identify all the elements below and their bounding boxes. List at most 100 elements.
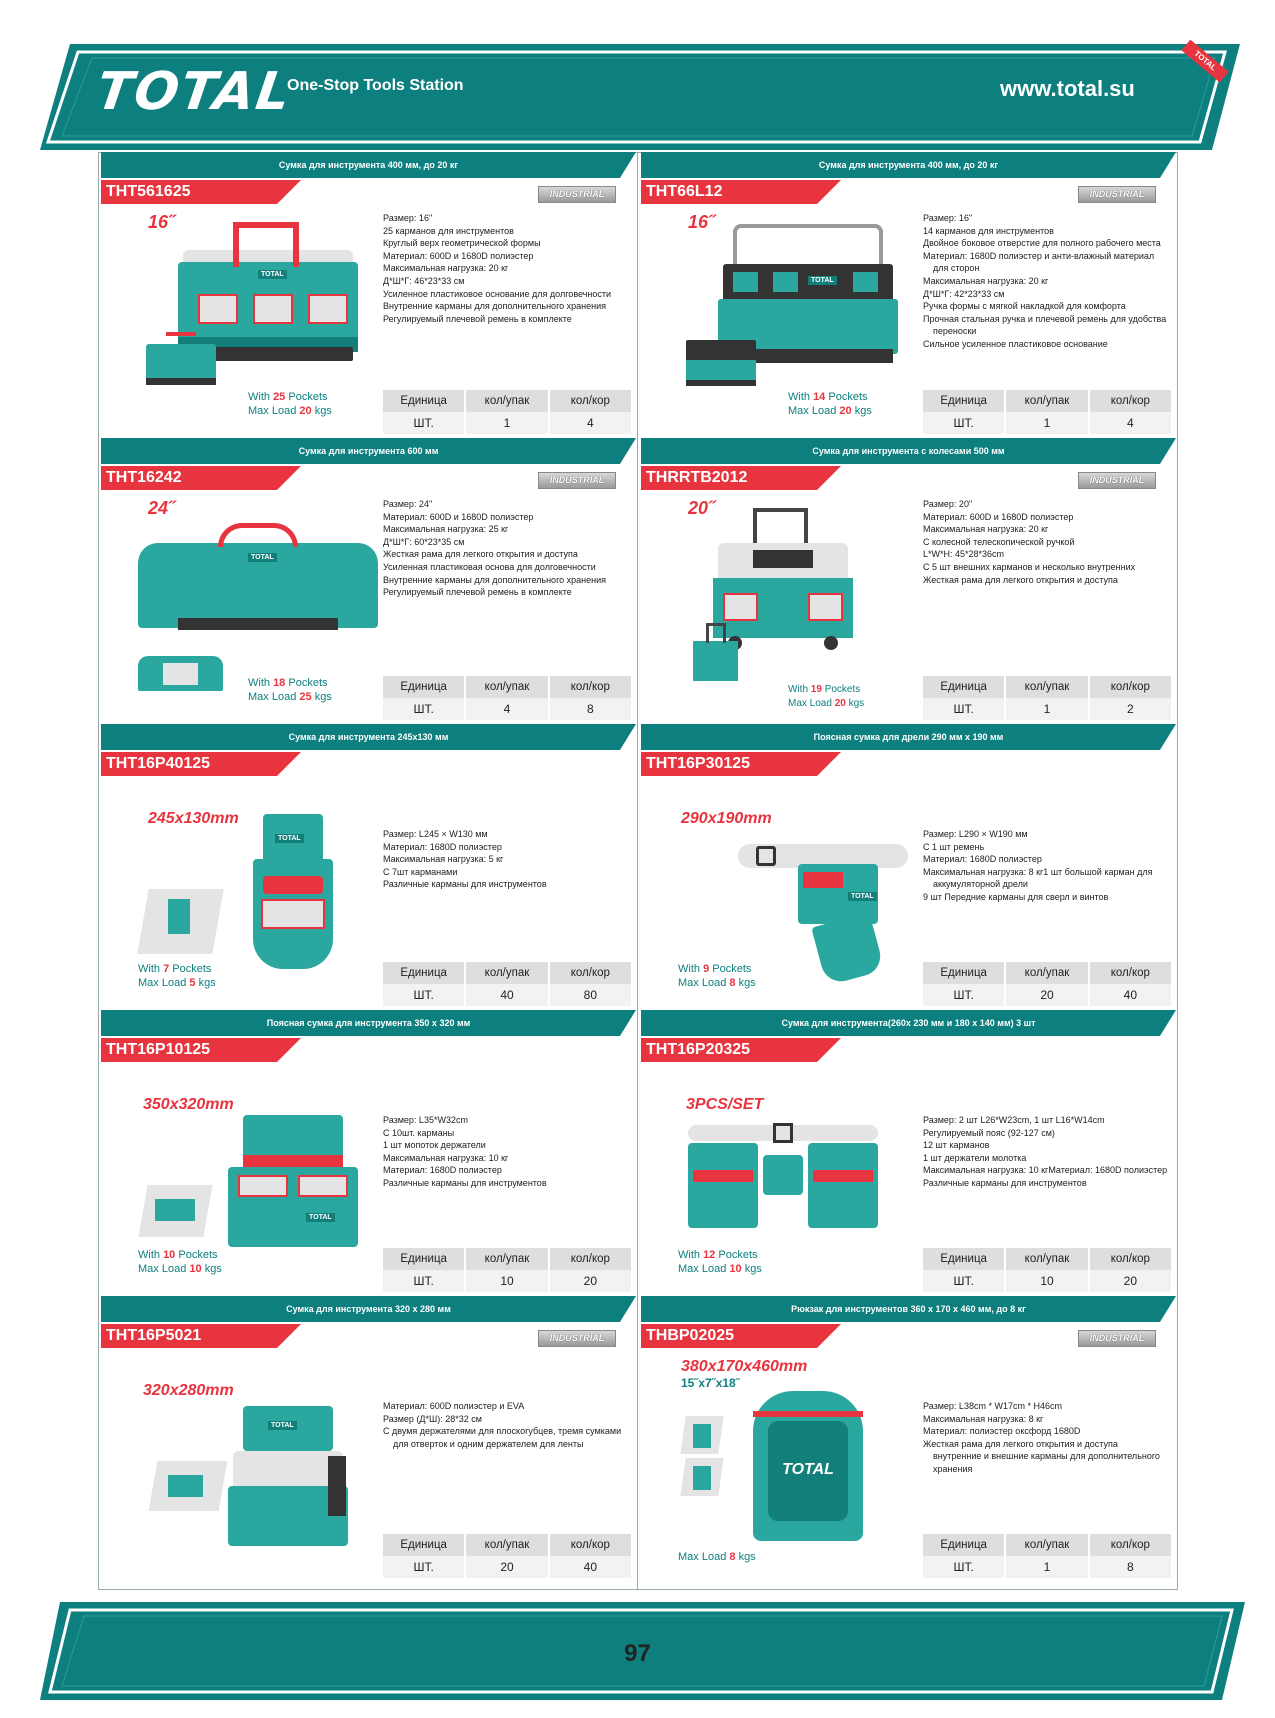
- product-model: THBP02025: [641, 1324, 841, 1348]
- product-model: THT561625: [101, 180, 301, 204]
- product-card: Поясная сумка для инструмента 350 x 320 …: [98, 1010, 636, 1294]
- product-card: Поясная сумка для дрели 290 мм х 190 мм …: [638, 724, 1176, 1008]
- product-category: Сумка для инструмента 245х130 мм: [101, 724, 636, 750]
- product-card: Сумка для инструмента с колесами 500 мм …: [638, 438, 1176, 722]
- product-category: Сумка для инструмента 320 x 280 мм: [101, 1296, 636, 1322]
- product-image: TOTAL: [173, 222, 373, 382]
- product-image: TOTAL: [138, 523, 378, 633]
- product-card: Сумка для инструмента 400 мм, до 20 кг T…: [98, 152, 636, 436]
- product-model: THT16P40125: [101, 752, 301, 776]
- size-label: 24˝: [148, 498, 175, 518]
- product-model: THT16P5021: [101, 1324, 301, 1348]
- product-category: Поясная сумка для дрели 290 мм х 190 мм: [641, 724, 1176, 750]
- product-thumbnail: [681, 332, 761, 387]
- product-category: Сумка для инструмента 600 мм: [101, 438, 636, 464]
- size-label: 350x320mm: [143, 1096, 234, 1113]
- industrial-badge: INDUSTRIAL: [1078, 186, 1156, 203]
- product-category: Сумка для инструмента 400 мм, до 20 кг: [101, 152, 636, 178]
- column-divider: [637, 152, 638, 1590]
- pockets-load-info: With 9 Pockets Max Load 8 kgs: [678, 963, 756, 989]
- product-image: TOTAL: [738, 834, 908, 986]
- product-model: THT16P10125: [101, 1038, 301, 1062]
- product-card: Сумка для инструмента 600 мм THT16242 IN…: [98, 438, 636, 722]
- product-card: Рюкзак для инструментов 360 x 170 x 460 …: [638, 1296, 1176, 1580]
- size-label: 380x170x460mm: [681, 1358, 808, 1375]
- size-label: 290x190mm: [681, 810, 772, 827]
- header-banner: [40, 44, 1240, 150]
- industrial-badge: INDUSTRIAL: [538, 472, 616, 489]
- product-grid-frame: [98, 152, 1178, 1590]
- product-image: TOTAL: [713, 224, 913, 384]
- product-thumbnail: [138, 648, 223, 693]
- product-card: Сумка для инструмента 400 мм, до 20 кг T…: [638, 152, 1176, 436]
- product-card: Сумка для инструмента 320 x 280 мм THT16…: [98, 1296, 636, 1580]
- product-card: Сумка для инструмента(260х 230 мм и 180 …: [638, 1010, 1176, 1294]
- product-thumbnail: [137, 889, 224, 954]
- brand-tagline: One-Stop Tools Station: [287, 77, 464, 94]
- industrial-badge: INDUSTRIAL: [538, 1330, 616, 1347]
- pockets-load-info: With 19 Pockets Max Load 20 kgs: [788, 684, 865, 709]
- industrial-badge: INDUSTRIAL: [1078, 472, 1156, 489]
- pockets-load-info: With 14 Pockets Max Load 20 kgs: [788, 391, 872, 417]
- product-image: TOTAL: [228, 1115, 358, 1255]
- product-category: Рюкзак для инструментов 360 x 170 x 460 …: [641, 1296, 1176, 1322]
- product-image: [688, 1115, 878, 1240]
- pockets-load-info: With 18 Pockets Max Load 25 kgs: [248, 677, 332, 703]
- product-category: Поясная сумка для инструмента 350 x 320 …: [101, 1010, 636, 1036]
- size-label: 245x130mm: [148, 810, 239, 827]
- product-category: Сумка для инструмента с колесами 500 мм: [641, 438, 1176, 464]
- product-model: THT66L12: [641, 180, 841, 204]
- product-image: TOTAL: [228, 1406, 348, 1551]
- pockets-load-info: With 12 Pockets Max Load 10 kgs: [678, 1249, 762, 1275]
- industrial-badge: INDUSTRIAL: [538, 186, 616, 203]
- product-model: THRRTB2012: [641, 466, 841, 490]
- product-image: TOTAL: [253, 814, 333, 974]
- size-label: 16˝: [148, 212, 175, 232]
- product-category: Сумка для инструмента 400 мм, до 20 кг: [641, 152, 1176, 178]
- product-image: TOTAL: [748, 1391, 868, 1541]
- product-card: Сумка для инструмента 245х130 мм THT16P4…: [98, 724, 636, 1008]
- footer-banner: [40, 1602, 1245, 1700]
- pockets-load-info: With 25 Pockets Max Load 20 kgs: [248, 391, 332, 417]
- size-label: 3PCS/SET: [686, 1096, 764, 1113]
- product-thumbnail: [688, 623, 743, 688]
- size-label-inches: 15˝x7˝x18˝: [681, 1376, 740, 1390]
- website-link[interactable]: www.total.su: [1000, 76, 1135, 101]
- product-model: THT16P20325: [641, 1038, 841, 1062]
- product-image: [708, 508, 858, 678]
- size-label: 16˝: [688, 212, 715, 232]
- size-label: 320x280mm: [143, 1382, 234, 1399]
- product-thumbnail: [141, 332, 221, 387]
- total-logo: TOTAL: [92, 62, 296, 122]
- pockets-load-info: With 10 Pockets Max Load 10 kgs: [138, 1249, 222, 1275]
- product-specs: Размер: 24"Материал: 600D и 1680D полиэс…: [383, 499, 607, 598]
- product-category: Сумка для инструмента(260х 230 мм и 180 …: [641, 1010, 1176, 1036]
- pockets-load-info: With 7 Pockets Max Load 5 kgs: [138, 963, 216, 989]
- product-model: THT16242: [101, 466, 301, 490]
- product-thumbnail: [680, 1416, 724, 1496]
- industrial-badge: INDUSTRIAL: [1078, 1330, 1156, 1347]
- product-thumbnail: [138, 1185, 213, 1237]
- product-thumbnail: [148, 1461, 228, 1511]
- pockets-load-info: Max Load 8 kgs: [678, 1551, 756, 1563]
- size-label: 20˝: [688, 498, 715, 518]
- product-model: THT16P30125: [641, 752, 841, 776]
